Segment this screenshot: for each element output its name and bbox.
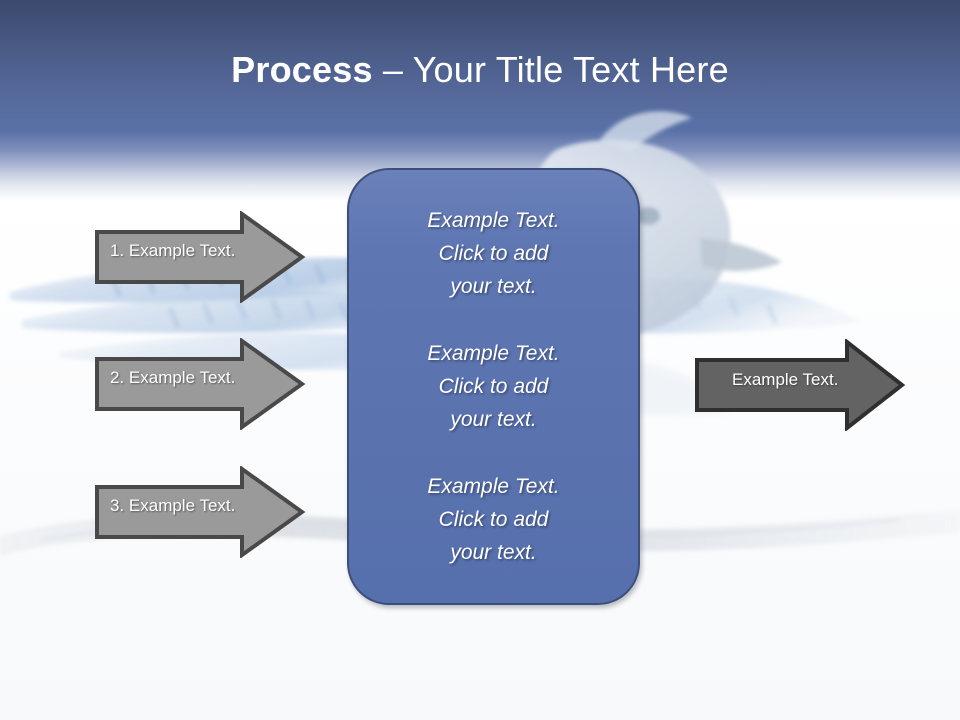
output-arrow-label: Example Text.	[732, 370, 839, 389]
center-box-block-2-line-1: Example Text.	[427, 342, 560, 365]
input-arrow-2[interactable]: 2. Example Text.	[94, 338, 306, 430]
slide-title-strong: Process	[231, 49, 373, 90]
input-arrow-2-label: 2. Example Text.	[110, 368, 236, 387]
center-box-block-2: Example Text. Click to add your text.	[349, 337, 638, 436]
center-box-block-3-line-1: Example Text.	[427, 475, 560, 498]
input-arrow-3-label: 3. Example Text.	[110, 496, 236, 515]
output-arrow[interactable]: Example Text.	[694, 339, 906, 431]
center-box-block-3: Example Text. Click to add your text.	[349, 470, 638, 569]
center-box-block-1-line-2: Click to add	[438, 242, 549, 265]
center-box-block-1-line-3: your text.	[450, 275, 537, 298]
input-arrow-1-label: 1. Example Text.	[110, 241, 236, 260]
center-box-block-3-line-2: Click to add	[438, 508, 549, 531]
center-box-block-1-line-1: Example Text.	[427, 209, 560, 232]
center-box-block-1: Example Text. Click to add your text.	[349, 204, 638, 303]
slide-header-gradient	[0, 0, 960, 200]
center-box-block-3-line-3: your text.	[450, 541, 537, 564]
center-box-block-2-line-2: Click to add	[438, 375, 549, 398]
process-center-box[interactable]: Example Text. Click to add your text. Ex…	[347, 168, 640, 605]
input-arrow-1[interactable]: 1. Example Text.	[94, 211, 306, 303]
slide-title: Process – Your Title Text Here	[0, 48, 960, 92]
center-box-block-2-line-3: your text.	[450, 408, 537, 431]
input-arrow-3[interactable]: 3. Example Text.	[94, 466, 306, 558]
slide-title-rest: – Your Title Text Here	[372, 49, 729, 90]
